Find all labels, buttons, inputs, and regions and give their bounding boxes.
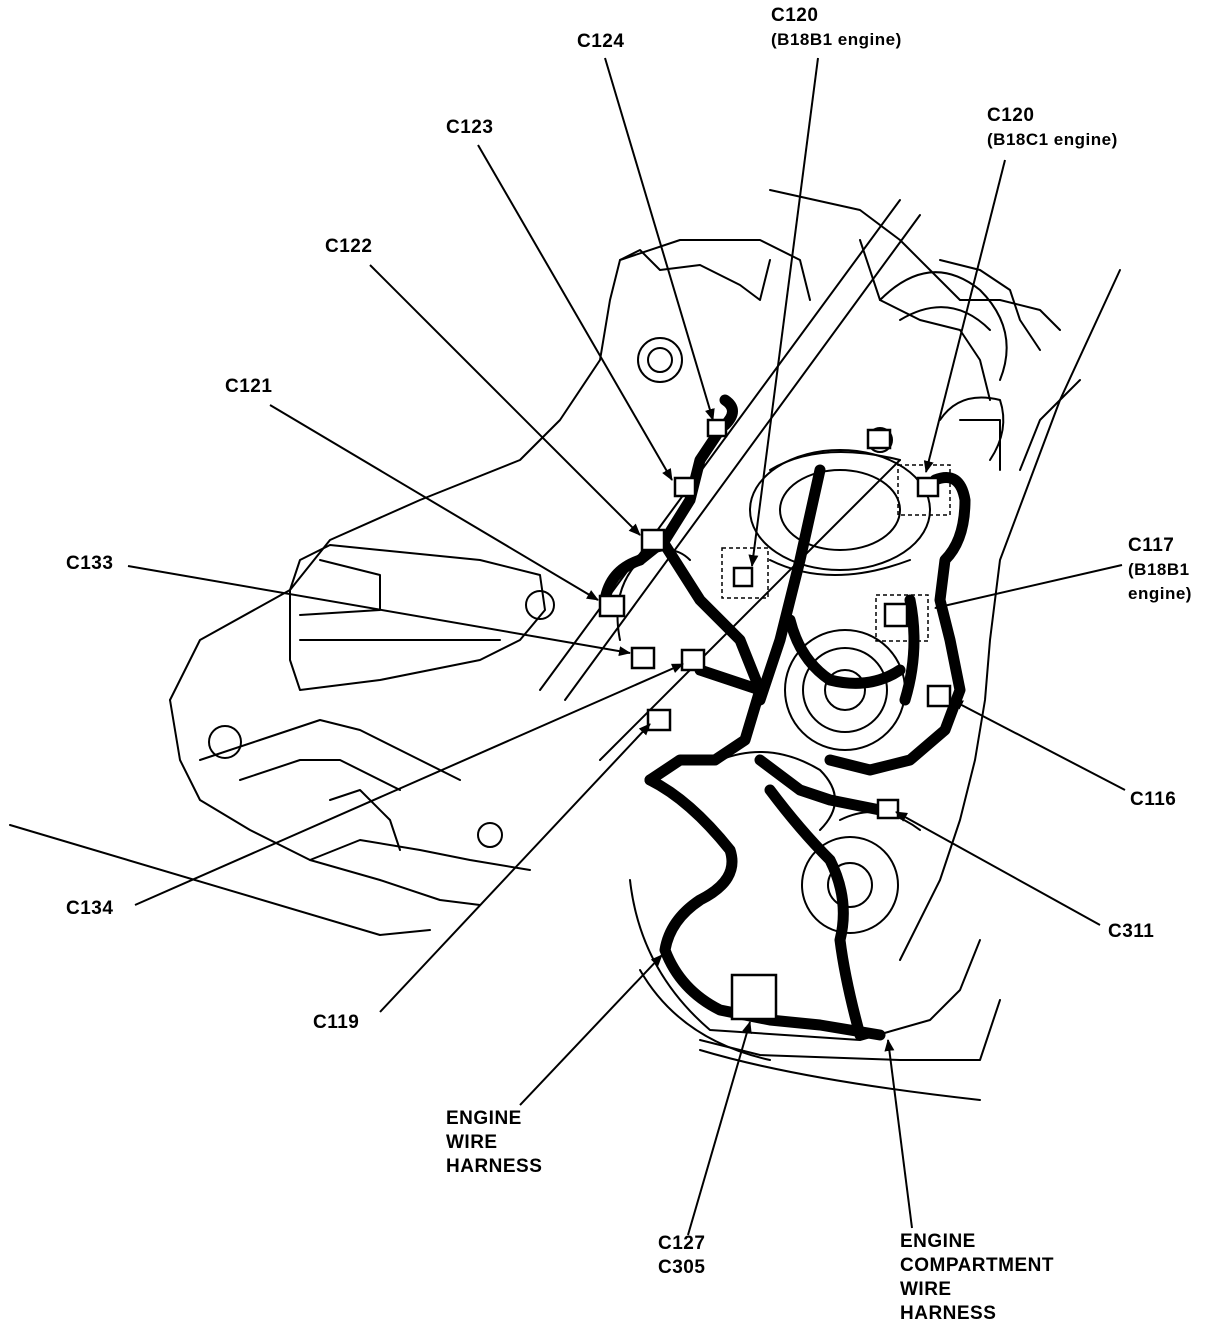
connector-c122	[640, 528, 666, 552]
connector-c117	[883, 602, 909, 628]
leader-lines	[127, 57, 1126, 1236]
label-c120-b18b1: C120 (B18B1 engine)	[771, 4, 902, 52]
label-text: C123	[446, 117, 494, 138]
connector-c120-b18b1	[732, 566, 754, 588]
label-text: C116	[1130, 789, 1177, 810]
label-text: C134	[66, 898, 114, 919]
label-text: C120	[987, 105, 1035, 126]
label-c119: C119	[313, 1011, 359, 1035]
label-text: C120	[771, 5, 819, 26]
connector-c133	[630, 646, 656, 670]
label-text: HARNESS	[446, 1156, 543, 1177]
label-text: C124	[577, 31, 625, 52]
connector-c121	[598, 594, 626, 618]
label-subtext: (B18B1 engine)	[771, 30, 902, 49]
sensor-boss	[866, 428, 892, 450]
connector-c120-b18c1	[916, 476, 940, 498]
label-text: C117	[1128, 535, 1175, 556]
connector-c119	[646, 708, 672, 732]
label-text: WIRE	[900, 1279, 952, 1300]
label-text: ENGINE	[900, 1231, 976, 1252]
label-subtext: (B18B1	[1128, 560, 1190, 579]
connector-c116	[926, 684, 952, 708]
label-text: C122	[325, 236, 373, 257]
label-text: C305	[658, 1257, 706, 1278]
connector-c123	[673, 476, 697, 498]
connector-c124	[706, 418, 728, 438]
label-c117: C117 (B18B1 engine)	[1128, 534, 1192, 606]
label-text: C127	[658, 1233, 706, 1254]
connector-c311	[876, 798, 900, 820]
label-c127-c305: C127 C305	[658, 1232, 705, 1280]
label-c124: C124	[577, 30, 624, 54]
callout-boxes	[721, 464, 951, 642]
label-c133: C133	[66, 552, 113, 576]
label-text: C119	[313, 1012, 360, 1033]
label-engine-compartment-wire-harness: ENGINE COMPARTMENT WIRE HARNESS	[900, 1230, 1054, 1326]
label-text: C133	[66, 553, 114, 574]
connectors	[598, 418, 952, 1021]
label-subtext: engine)	[1128, 584, 1192, 603]
label-subtext: (B18C1 engine)	[987, 130, 1118, 149]
label-text: C311	[1108, 921, 1155, 942]
label-text: C121	[225, 376, 273, 397]
label-c311: C311	[1108, 920, 1154, 944]
label-text: ENGINE	[446, 1108, 522, 1129]
label-text: WIRE	[446, 1132, 498, 1153]
label-engine-wire-harness: ENGINE WIRE HARNESS	[446, 1107, 542, 1179]
connector-c134	[680, 648, 706, 672]
label-text: HARNESS	[900, 1303, 997, 1324]
label-text: COMPARTMENT	[900, 1255, 1054, 1276]
label-c120-b18c1: C120 (B18C1 engine)	[987, 104, 1118, 152]
label-c121: C121	[225, 375, 272, 399]
label-c116: C116	[1130, 788, 1176, 812]
label-c123: C123	[446, 116, 493, 140]
label-c134: C134	[66, 897, 113, 921]
label-c122: C122	[325, 235, 372, 259]
connector-c127-c305	[730, 973, 778, 1021]
